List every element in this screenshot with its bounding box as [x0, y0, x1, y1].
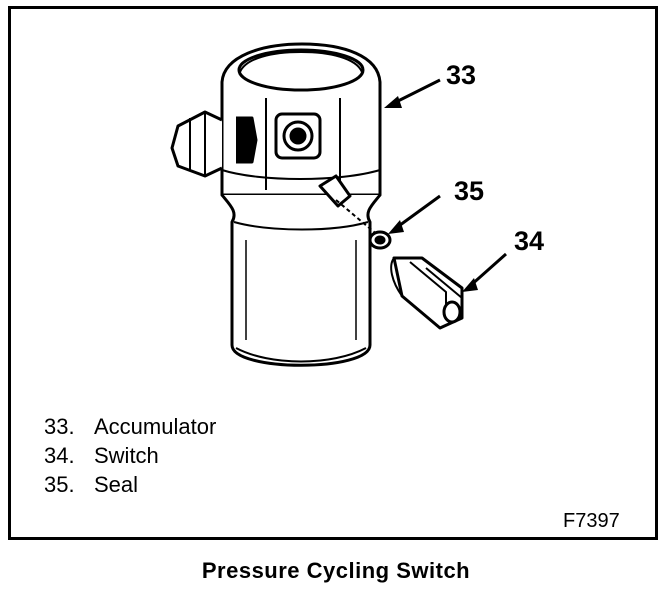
legend-label: Switch [94, 443, 159, 468]
callout-35: 35 [454, 176, 485, 206]
callout-arrow-34 [469, 252, 507, 288]
accumulator-drawing [170, 42, 382, 367]
legend-item: 34. Switch [44, 441, 216, 470]
legend-label: Seal [94, 472, 139, 497]
legend-item: 35. Seal [44, 470, 216, 499]
figure-caption: Pressure Cycling Switch [201, 558, 471, 583]
figure-code: F7397 [563, 510, 620, 532]
legend-number: 35. [44, 472, 75, 497]
callout-34: 34 [514, 226, 545, 256]
legend-item: 33. Accumulator [44, 412, 216, 441]
switch-drawing [390, 256, 464, 330]
callout-33: 33 [446, 60, 477, 90]
legend-label: Accumulator [94, 414, 217, 439]
figure-frame [8, 6, 658, 540]
legend-number: 33. [44, 414, 75, 439]
parts-legend: 33. Accumulator 34. Switch 35. Seal [44, 412, 216, 499]
callout-arrow-35 [395, 194, 441, 230]
legend-number: 34. [44, 443, 75, 468]
seal-drawing [368, 230, 392, 250]
callout-arrow-33 [391, 78, 441, 106]
